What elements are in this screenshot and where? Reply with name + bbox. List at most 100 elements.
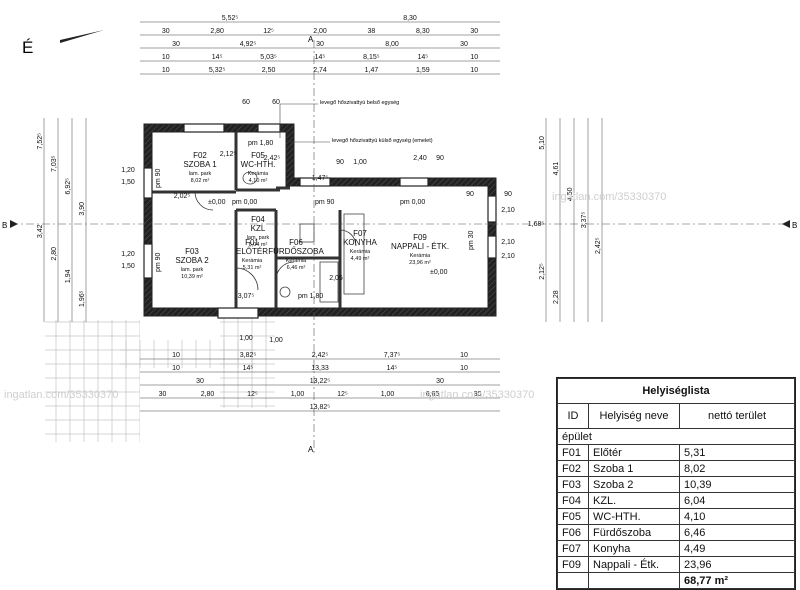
dimension-label: 2,50 <box>262 67 276 74</box>
dimension-label: 4,50 <box>567 187 574 201</box>
dimension-label: 3,42 <box>37 224 44 238</box>
dimension-label: 1,00 <box>291 391 305 398</box>
legend-cell-id: F04 <box>557 492 589 509</box>
section-mark-b-left: B <box>2 221 7 230</box>
north-arrow: É <box>22 30 104 57</box>
dimension-label: 30 <box>172 41 180 48</box>
watermarks: ingatlan.com/35330370 ingatlan.com/35330… <box>4 191 666 401</box>
room-name: SZOBA 2 <box>175 256 209 265</box>
legend-cell-name: KZL. <box>588 492 680 509</box>
dimension-label: 2,10 <box>501 207 515 214</box>
dimension-label: 10 <box>460 352 468 359</box>
legend-cell-id: F01 <box>557 444 589 461</box>
dimension-label: 2,12⁵ <box>220 151 237 158</box>
legend-cell-name: Előtér <box>588 444 680 461</box>
dimension-label: 1,00 <box>239 335 253 342</box>
room-area: 10,39 m² <box>181 274 203 280</box>
level-pm-living: pm 0,00 <box>400 199 425 206</box>
dimension-label: 2,80 <box>210 28 224 35</box>
dimension-label: 2,42⁵ <box>595 237 602 254</box>
dimension-label: 6,65 <box>426 391 440 398</box>
dimension-label: 2,05 <box>329 275 343 282</box>
legend-cell-area: 8,02 <box>679 460 795 477</box>
legend-cell-area: 5,31 <box>679 444 795 461</box>
legend-cell-name: Konyha <box>588 540 680 557</box>
legend-title: Helyiséglista <box>557 378 795 404</box>
room-area: 6,46 m² <box>287 265 306 271</box>
dimension-label: 1,00 <box>381 391 395 398</box>
dimension-label: 1,50 <box>121 263 135 270</box>
legend-cell-id: F09 <box>557 556 589 573</box>
room-finish: lam. park <box>181 267 204 273</box>
legend-cell-name: WC-HTH. <box>588 508 680 525</box>
legend-cell-area: 23,96 <box>679 556 795 573</box>
room-code: F06 <box>289 238 303 247</box>
legend-cell-name: Fürdőszoba <box>588 524 680 541</box>
dimension-label: 10 <box>460 365 468 372</box>
dimension-label: 10 <box>172 365 180 372</box>
watermark-2: ingatlan.com/35330370 <box>4 389 118 401</box>
dimension-label: 1,50 <box>121 179 135 186</box>
level-pm-room2: pm 90 <box>155 252 162 272</box>
dimension-label: 30 <box>162 28 170 35</box>
room-area: 4,49 m² <box>351 256 370 262</box>
dimension-label: 1,20 <box>121 167 135 174</box>
level-pm-wc: pm 1,80 <box>248 140 273 147</box>
dimension-label: 8,30 <box>416 28 430 35</box>
room-code: F05 <box>251 151 265 160</box>
level-pm-kitchen: pm 90 <box>315 199 335 206</box>
dimension-label: 30 <box>436 378 444 385</box>
dimension-label: 13,33 <box>311 365 329 372</box>
dimension-label: 7,52⁵ <box>37 133 44 150</box>
dimension-label: 1,47 <box>365 67 379 74</box>
level-pm-bath: pm 1,80 <box>298 293 323 300</box>
room-area: 4,10 m² <box>249 178 268 184</box>
dimension-label: 1,96⁵ <box>79 290 86 307</box>
dimension-label: 10 <box>162 54 170 61</box>
room-code: F09 <box>413 233 427 242</box>
dimension-label: 1,20 <box>121 251 135 258</box>
windows <box>143 123 497 279</box>
level-marks: ±0,00 pm 0,00 ±0,00 pm 0,00 pm 1,80 pm 1… <box>155 140 475 300</box>
dimension-label: 1,94 <box>65 269 72 283</box>
legend-cell-area: 6,04 <box>679 492 795 509</box>
room-finish: Kerámia <box>350 249 371 255</box>
level-living: ±0,00 <box>430 269 448 276</box>
dimension-label: 5,32⁵ <box>209 67 226 74</box>
dimension-label: 13,82⁵ <box>310 404 331 411</box>
dimension-label: 10 <box>162 67 170 74</box>
legend-cell-area: 4,10 <box>679 508 795 525</box>
dimension-label: 90 <box>336 159 344 166</box>
room-finish: Kerámia <box>248 171 269 177</box>
doors <box>194 191 357 319</box>
room-name: KONYHA <box>343 238 377 247</box>
dimension-label: 4,92⁵ <box>240 41 257 48</box>
note-vent-outer: levegő hőszivattyú külső egység (emelet) <box>332 138 433 144</box>
dimension-label: 2,42⁵ <box>264 155 281 162</box>
section-mark-b-right: B <box>792 221 797 230</box>
legend-header-area: nettó terület <box>679 403 795 429</box>
dimension-label: 12⁵ <box>263 28 274 35</box>
room-area: 5,31 m² <box>243 265 262 271</box>
legend-cell-name: Szoba 2 <box>588 476 680 493</box>
building-outline <box>143 123 497 317</box>
room-code: F07 <box>353 229 367 238</box>
legend-header-id: ID <box>557 403 589 429</box>
dimension-label: 8,30 <box>403 15 417 22</box>
legend-cell-area: 6,46 <box>679 524 795 541</box>
dimension-label: 10 <box>470 67 478 74</box>
dimension-label: 12⁵ <box>337 391 348 398</box>
room-finish: Kerámia <box>286 258 307 264</box>
section-mark-a-top: A <box>308 35 314 44</box>
dimension-label: 6,92⁵ <box>65 178 72 195</box>
interior-walls <box>152 132 342 308</box>
dimension-label: 2,10 <box>501 239 515 246</box>
dimension-label: 2,28 <box>553 290 560 304</box>
room-finish: Kerámia <box>242 258 263 264</box>
room-finish: lam. park <box>189 171 212 177</box>
floor-plan-drawing: É <box>2 15 797 455</box>
dimension-label: 30 <box>316 41 324 48</box>
